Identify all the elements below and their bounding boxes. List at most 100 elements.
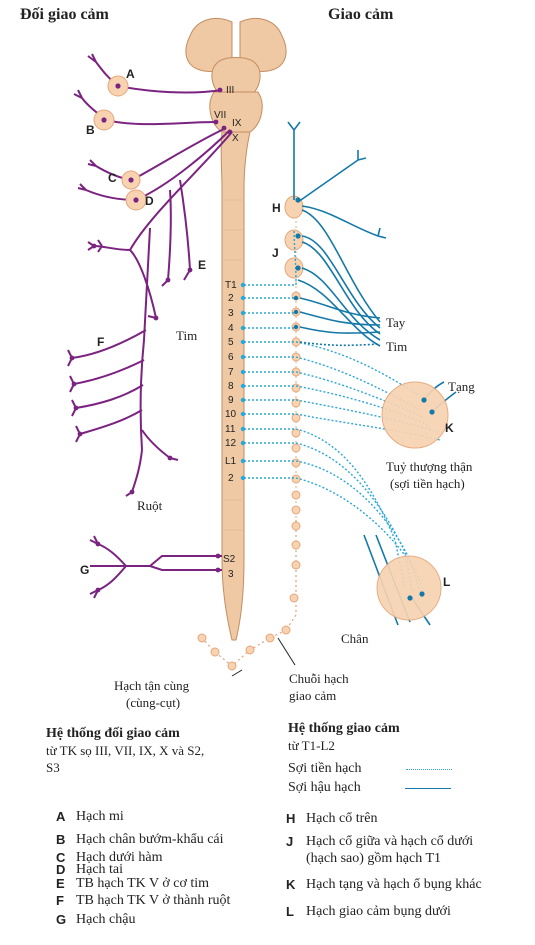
annotation-tay: Tay bbox=[386, 315, 406, 330]
annotation-chan: Chân bbox=[341, 631, 369, 646]
annotation-adrenal-2: (sợi tiền hạch) bbox=[390, 476, 465, 491]
spinal-cord bbox=[220, 131, 251, 641]
nerve-label-ix: IX bbox=[232, 118, 242, 129]
annotation-adrenal-1: Tuỷ thượng thận bbox=[386, 459, 473, 474]
parasympathetic-caption-title: Hệ thống đối giao cảm bbox=[46, 726, 180, 741]
letter-k: K bbox=[445, 421, 454, 435]
parasympathetic-ganglia bbox=[69, 75, 233, 593]
nerve-label-vii: VII bbox=[214, 110, 226, 121]
sympathetic-chain bbox=[197, 195, 304, 671]
annotation-chain-1: Chuỗi hạch bbox=[289, 671, 349, 686]
sympathetic-postganglionic-fibres bbox=[287, 121, 457, 626]
segment-label: L1 bbox=[225, 456, 237, 467]
letter-h: H bbox=[272, 201, 281, 215]
key-letter: E bbox=[56, 876, 65, 891]
key-text: Hạch cổ giữa và hạch cổ dưới (hạch sao) g… bbox=[306, 833, 473, 867]
segment-label: 3 bbox=[228, 308, 234, 319]
legend-postganglionic: Sợi hậu hạch bbox=[288, 780, 451, 796]
segment-label: 2 bbox=[228, 293, 234, 304]
key-row: D Hạch tai bbox=[56, 861, 123, 878]
letter-f: F bbox=[97, 335, 104, 349]
legend-preganglionic-label: Sợi tiền hạch bbox=[288, 761, 362, 776]
sympathetic-caption-line1: từ T1-L2 bbox=[288, 738, 335, 753]
key-letter: G bbox=[56, 912, 67, 927]
annotation-tim-left: Tim bbox=[176, 328, 197, 343]
key-text: Hạch tạng và hạch ổ bụng khác bbox=[306, 877, 482, 892]
sympathetic-plexus-ganglia bbox=[293, 197, 449, 621]
segment-label: 5 bbox=[228, 337, 234, 348]
key-text: Hạch mi bbox=[76, 809, 124, 824]
legend-preganglionic: Sợi tiền hạch bbox=[288, 761, 452, 777]
annotation-tim-right: Tim bbox=[386, 339, 407, 354]
key-text: Hạch dưới hàm bbox=[76, 850, 163, 865]
nerve-label-x: X bbox=[232, 133, 239, 144]
heading-parasympathetic: Đối giao cảm bbox=[20, 6, 109, 23]
segment-label: 2 bbox=[228, 473, 234, 484]
letter-e: E bbox=[198, 258, 206, 272]
key-letter: F bbox=[56, 893, 64, 908]
parasympathetic-caption-line1: từ TK sọ III, VII, IX, X và S2, bbox=[46, 743, 205, 758]
key-row: J Hạch cổ giữa và hạch cổ dưới (hạch sao) … bbox=[286, 833, 473, 867]
letter-a: A bbox=[126, 67, 135, 81]
segment-label: 10 bbox=[225, 409, 237, 420]
key-letter: B bbox=[56, 832, 66, 847]
key-row: G Hạch chậu bbox=[56, 911, 135, 928]
key-letter: K bbox=[286, 877, 296, 892]
key-letter: D bbox=[56, 862, 66, 877]
segment-label: 3 bbox=[228, 569, 234, 580]
legend-preganglionic-swatch bbox=[405, 768, 452, 770]
segment-label: T1 bbox=[225, 280, 237, 291]
letter-l: L bbox=[443, 575, 450, 589]
nerve-label-iii: III bbox=[226, 85, 234, 96]
autonomic-nervous-system-diagram: III VII IX X bbox=[67, 18, 475, 710]
segment-label: 6 bbox=[228, 352, 234, 363]
key-text: Hạch chậu bbox=[76, 912, 136, 927]
segment-label: 12 bbox=[225, 438, 237, 449]
segment-labels: T1 2 3 4 5 6 7 8 9 10 11 12 L1 2 S2 3 bbox=[223, 280, 237, 580]
segment-label: 4 bbox=[228, 323, 234, 334]
letter-g: G bbox=[80, 563, 89, 577]
key-row: K Hạch tạng và hạch ổ bụng khác bbox=[286, 876, 482, 893]
annotation-ruot: Ruột bbox=[137, 498, 163, 513]
key-row: E TB hạch TK V ở cơ tim bbox=[56, 875, 209, 892]
letter-d: D bbox=[145, 194, 154, 208]
key-row: F TB hạch TK V ở thành ruột bbox=[56, 892, 230, 909]
sympathetic-caption-title: Hệ thống giao cảm bbox=[288, 721, 400, 736]
key-text-line1: Hạch cổ giữa và hạch cổ dưới bbox=[306, 834, 474, 849]
key-letter: H bbox=[286, 811, 296, 826]
key-text: Hạch chân bướm-khẩu cái bbox=[76, 832, 224, 847]
cord-segment-lines bbox=[224, 199, 242, 531]
cord-exit-points bbox=[240, 282, 246, 481]
parasympathetic-caption: Hệ thống đối giao cảm từ TK sọ III, VII,… bbox=[46, 724, 204, 776]
segment-label: S2 bbox=[223, 554, 236, 565]
key-row: L Hạch giao cảm bụng dưới bbox=[286, 903, 451, 920]
letter-b: B bbox=[86, 123, 95, 137]
key-row: A Hạch mi bbox=[56, 808, 124, 825]
key-letter: A bbox=[56, 809, 66, 824]
segment-label: 9 bbox=[228, 395, 234, 406]
annotation-chain-2: giao cảm bbox=[289, 688, 336, 703]
key-letter: J bbox=[286, 834, 294, 849]
legend-postganglionic-swatch bbox=[404, 787, 451, 789]
key-row: B Hạch chân bướm-khẩu cái bbox=[56, 831, 224, 848]
annotation-coccygeal-1: Hạch tận cùng bbox=[114, 678, 190, 693]
key-text-line2: (hạch sao) gồm hạch T1 bbox=[306, 851, 442, 866]
segment-label: 8 bbox=[228, 381, 234, 392]
key-letter: L bbox=[286, 904, 294, 919]
key-text: TB hạch TK V ở cơ tim bbox=[76, 876, 210, 891]
leader-line-coccygeal bbox=[231, 669, 243, 677]
key-text: TB hạch TK V ở thành ruột bbox=[76, 893, 231, 908]
key-text: Hạch tai bbox=[76, 862, 124, 877]
leader-line-chain bbox=[277, 637, 296, 666]
letter-j: J bbox=[272, 246, 279, 260]
annotation-tang: Tạng bbox=[448, 379, 475, 394]
legend-postganglionic-label: Sợi hậu hạch bbox=[288, 780, 361, 795]
heading-sympathetic: Giao cảm bbox=[328, 6, 394, 23]
letter-c: C bbox=[108, 171, 117, 185]
segment-label: 11 bbox=[225, 424, 236, 435]
annotation-coccygeal-2: (cùng-cụt) bbox=[126, 695, 180, 710]
parasympathetic-caption-line2: S3 bbox=[46, 760, 60, 775]
key-text: Hạch giao cảm bụng dưới bbox=[306, 904, 451, 919]
